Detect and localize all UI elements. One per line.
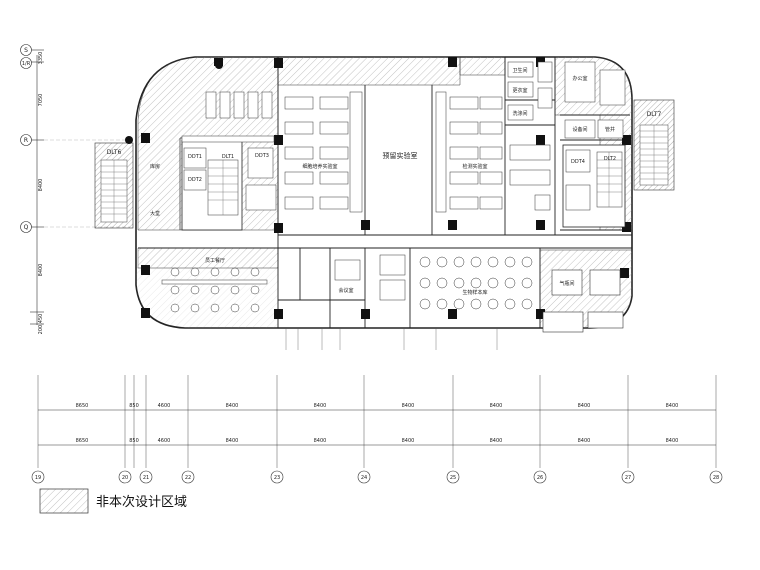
room-label-shaft: 管井 [605, 126, 615, 133]
col-axis-19: 19 [31, 470, 45, 484]
room-label-dining: 员工餐厅 [205, 257, 225, 264]
row-axis-1r: 1/R [20, 57, 32, 69]
svg-text:DLT2: DLT2 [604, 156, 616, 162]
room-label-lobby: 大堂 [150, 210, 160, 217]
svg-text:28: 28 [713, 475, 719, 481]
svg-text:S: S [24, 47, 28, 54]
riser-lines [285, 328, 498, 350]
svg-text:DLT1: DLT1 [222, 154, 234, 160]
room-label-meeting: 会议室 [338, 287, 353, 294]
svg-text:27: 27 [625, 475, 631, 481]
svg-text:4600: 4600 [158, 403, 171, 409]
svg-text:22: 22 [185, 475, 191, 481]
svg-text:850: 850 [129, 438, 139, 444]
col-dims-upper: 8650 850 4600 8400 8400 8400 8400 8400 8… [76, 403, 679, 409]
svg-text:8400: 8400 [578, 403, 591, 409]
col-axis-21: 21 [139, 470, 153, 484]
svg-text:25: 25 [450, 475, 456, 481]
svg-text:R: R [24, 137, 28, 144]
svg-text:Q: Q [24, 224, 29, 231]
lab-benches-left [284, 91, 363, 213]
svg-text:8400: 8400 [666, 438, 679, 444]
svg-text:4600: 4600 [158, 438, 171, 444]
room-label-biosafety: 生物样本库 [462, 289, 487, 296]
legend: 非本次设计区域 [39, 488, 187, 514]
col-axis-25: 25 [446, 470, 460, 484]
room-label-lab-left: 细胞培养实验室 [302, 163, 337, 170]
lab-benches-right [435, 91, 551, 213]
svg-text:8400: 8400 [226, 403, 239, 409]
column-grid-lines [37, 375, 717, 468]
col-axis-22: 22 [181, 470, 195, 484]
row-dim-label: 7050 [38, 94, 44, 107]
room-label-equip: 设备间 [572, 126, 587, 133]
col-axis-23: 23 [270, 470, 284, 484]
svg-text:8400: 8400 [490, 438, 503, 444]
core-left: DDT1 DDT2 DLT1 DDT3 [181, 139, 277, 231]
row-axis-q: Q [20, 221, 32, 233]
svg-text:8400: 8400 [402, 403, 415, 409]
room-label-wash: 洗涤间 [512, 110, 527, 117]
svg-text:19: 19 [35, 475, 41, 481]
svg-text:24: 24 [361, 475, 367, 481]
row-dim-label: 8400 [38, 179, 44, 192]
col-axis-28: 28 [709, 470, 723, 484]
core-right: DDT4 DLT2 [562, 144, 626, 228]
col-dims-lower: 8650 850 4600 8400 8400 8400 8400 8400 8… [76, 438, 679, 444]
svg-text:8400: 8400 [226, 438, 239, 444]
svg-text:8650: 8650 [76, 403, 89, 409]
room-label-storage: 库房 [150, 163, 160, 170]
svg-text:26: 26 [537, 475, 543, 481]
room-label-toilet: 卫生间 [512, 67, 527, 74]
row-axis-r: R [20, 134, 32, 146]
svg-text:8400: 8400 [402, 438, 415, 444]
interior-walls [138, 57, 632, 328]
bottom-right-rooms [542, 269, 624, 333]
col-axis-24: 24 [357, 470, 371, 484]
svg-text:DDT2: DDT2 [188, 177, 202, 183]
row-dimension-line [30, 49, 130, 325]
row-dim-label: 3350 [38, 52, 44, 65]
office-furniture [181, 91, 275, 143]
svg-text:23: 23 [274, 475, 280, 481]
svg-text:DDT4: DDT4 [571, 159, 585, 165]
svg-text:8400: 8400 [314, 403, 327, 409]
col-axis-27: 27 [621, 470, 635, 484]
stair-dlt6: DLT6 [94, 142, 134, 229]
stair-dlt7: DLT7 [633, 99, 675, 191]
svg-text:8400: 8400 [666, 403, 679, 409]
svg-text:DLT7: DLT7 [647, 111, 662, 118]
room-label-office: 办公室 [572, 75, 587, 82]
svg-text:21: 21 [143, 475, 149, 481]
room-label-center: 预留实验室 [383, 151, 418, 160]
svg-text:8400: 8400 [578, 438, 591, 444]
svg-text:8650: 8650 [76, 438, 89, 444]
sample-freezers [334, 254, 533, 310]
svg-text:DDT1: DDT1 [188, 154, 202, 160]
svg-text:8400: 8400 [490, 403, 503, 409]
svg-text:20: 20 [122, 475, 128, 481]
room-label-changing: 更衣室 [512, 87, 527, 94]
row-dim-label: 8400 [38, 264, 44, 277]
col-axis-20: 20 [118, 470, 132, 484]
room-label-gas: 气瓶间 [559, 280, 574, 287]
svg-text:8400: 8400 [314, 438, 327, 444]
top-right-rooms [507, 61, 626, 139]
room-label-lab-right: 检测实验室 [462, 163, 487, 170]
svg-text:1/R: 1/R [22, 61, 31, 67]
legend-label: 非本次设计区域 [96, 494, 187, 510]
row-dim-label: 200,450 [38, 314, 44, 335]
dining-tables [161, 267, 268, 313]
row-axis-s: S [20, 44, 32, 56]
legend-hatch-swatch [39, 488, 89, 514]
structural-columns [125, 57, 631, 319]
col-axis-26: 26 [533, 470, 547, 484]
svg-text:DLT6: DLT6 [107, 149, 122, 156]
svg-text:DDT3: DDT3 [255, 153, 269, 159]
svg-text:850: 850 [129, 403, 139, 409]
